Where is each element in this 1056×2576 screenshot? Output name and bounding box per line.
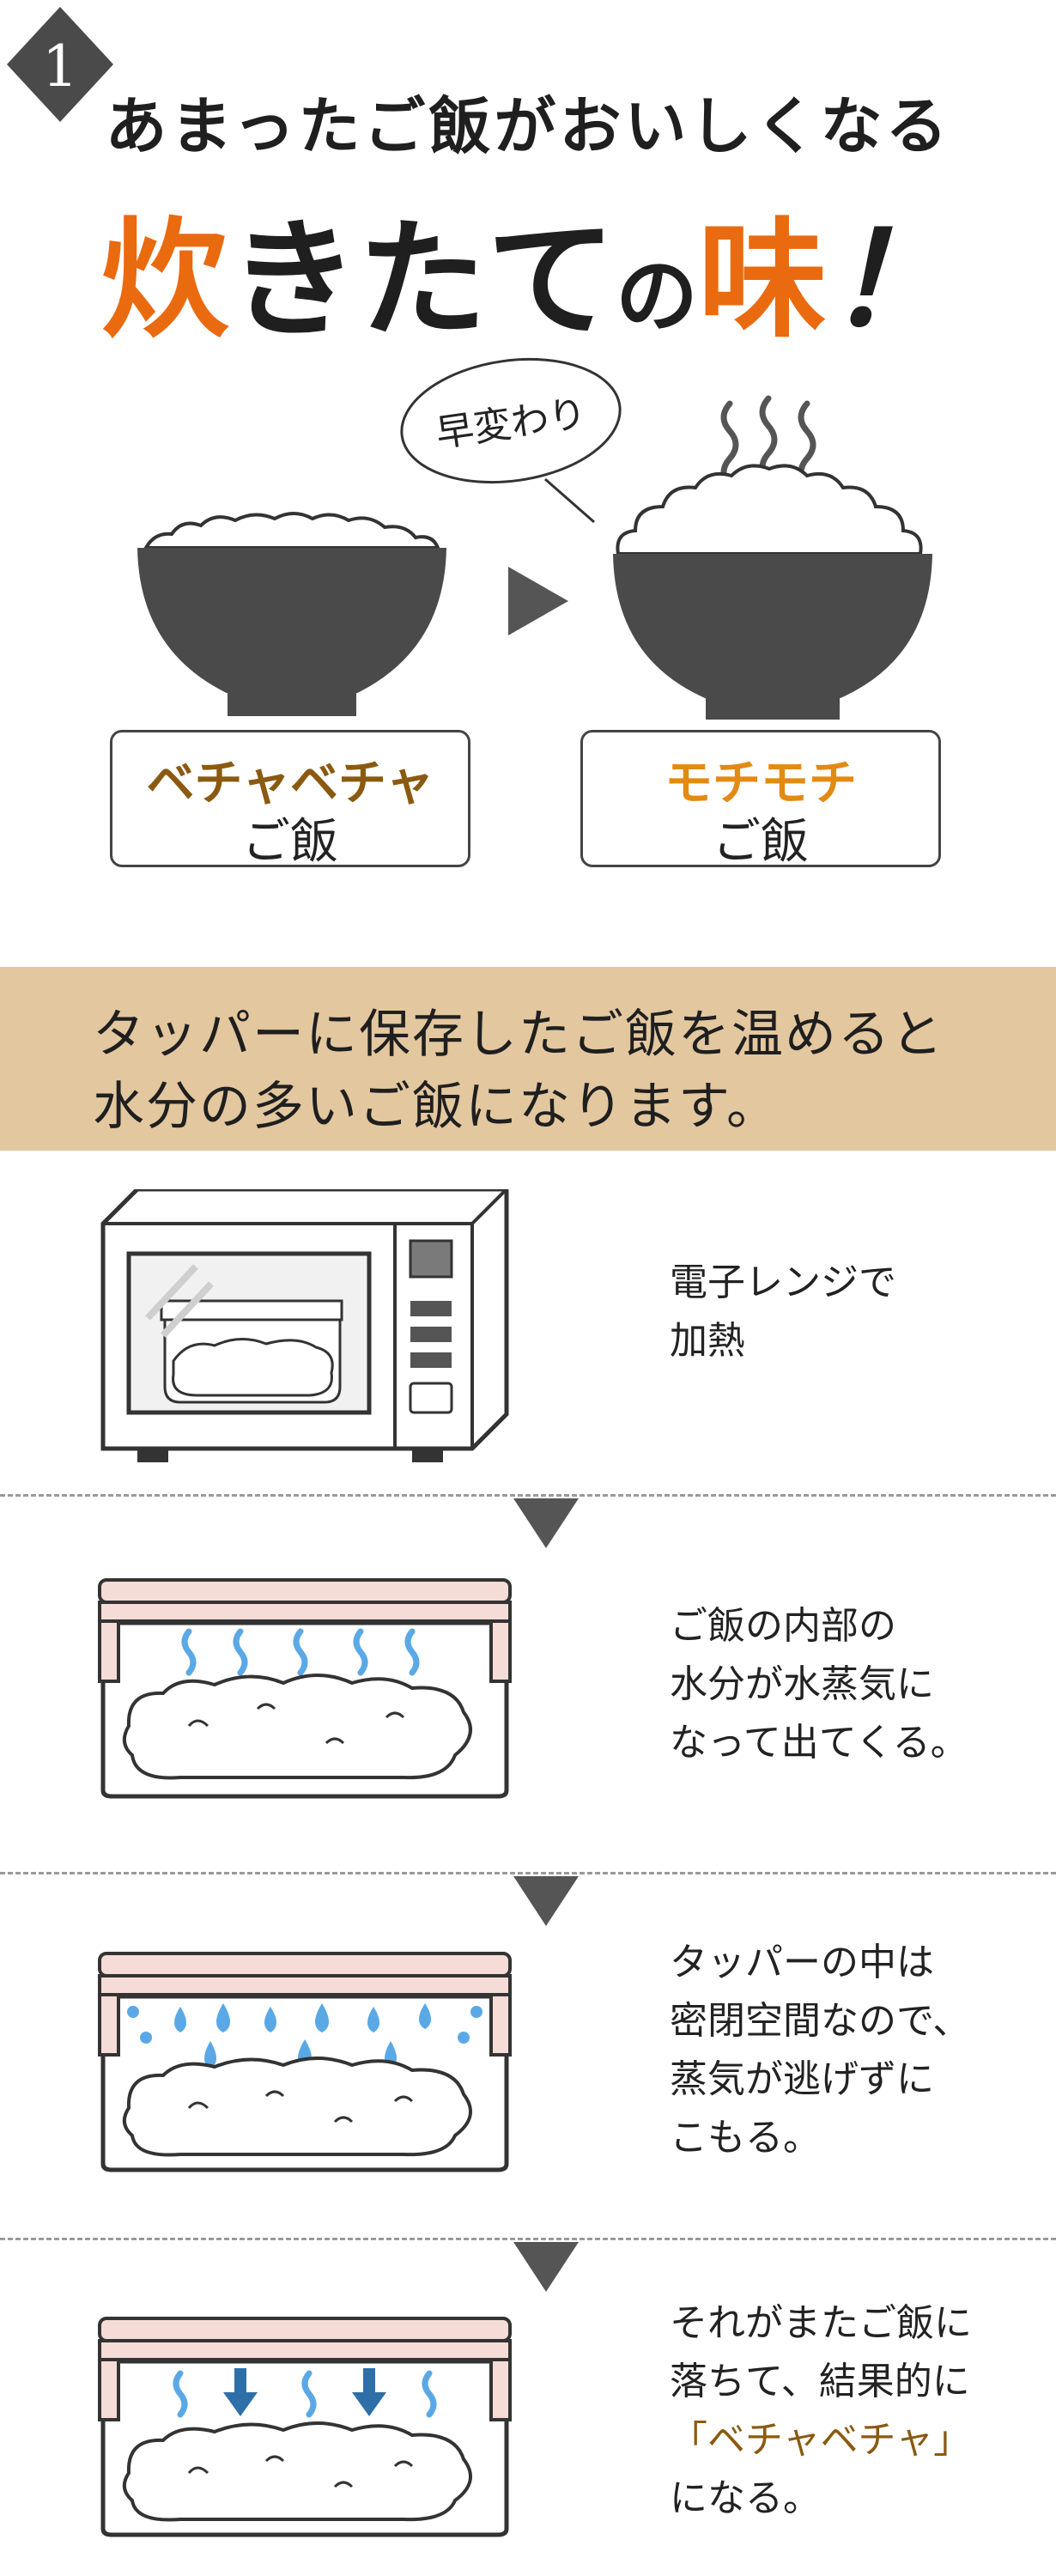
container-steam-icon bbox=[98, 1578, 512, 1799]
divider bbox=[0, 1872, 1056, 1874]
step-1-text: 電子レンジで 加熱 bbox=[670, 1261, 896, 1363]
divider bbox=[0, 2238, 1056, 2240]
step-4-text: それがまたご飯に 落ちて、結果的に 「ベチャベチャ」 になる。 bbox=[670, 2301, 972, 2520]
before-label-line1: ベチャベチャ bbox=[146, 756, 434, 811]
after-label-line1: モチモチ bbox=[665, 756, 857, 811]
after-label-line2: ご飯 bbox=[713, 814, 809, 870]
tagline: 炊きたての味！ bbox=[0, 176, 1056, 362]
arrow-down-icon bbox=[513, 2242, 579, 2292]
band-line1: タッパーに保存したご飯を温めると bbox=[93, 1005, 944, 1065]
speech-bubble: 早変わり bbox=[400, 357, 622, 524]
tagline-segment: の bbox=[616, 247, 698, 344]
arrow-down-icon bbox=[513, 1498, 579, 1548]
explanation-band: タッパーに保存したご飯を温めると 水分の多いご飯になります。 bbox=[0, 967, 1056, 1151]
rice-bowl-right-icon bbox=[613, 395, 932, 720]
step-number-badge: 1 bbox=[7, 7, 113, 122]
after-label-box: モチモチ ご飯 bbox=[580, 730, 941, 870]
tagline-segment: 味 bbox=[698, 204, 828, 355]
arrow-right-icon bbox=[508, 567, 568, 635]
step-2-text: ご飯の内部の 水分が水蒸気に なって出てくる。 bbox=[670, 1604, 968, 1765]
tagline-segment: 炊 bbox=[100, 204, 229, 355]
container-droplets-icon bbox=[98, 1952, 512, 2172]
band-line2: 水分の多いご飯になります。 bbox=[93, 1077, 780, 1137]
divider bbox=[0, 1494, 1056, 1497]
before-label-line2: ご飯 bbox=[242, 814, 338, 870]
tagline-segment: きたて bbox=[228, 204, 616, 355]
arrow-down-icon bbox=[513, 1876, 579, 1926]
container-falling-moisture-icon bbox=[98, 2317, 512, 2537]
rice-bowl-left-icon bbox=[137, 512, 446, 716]
microwave-icon bbox=[100, 1189, 509, 1462]
before-label-box: ベチャベチャ ご飯 bbox=[110, 730, 470, 870]
step-3-text: タッパーの中は 密閉空間なので、 蒸気が逃げずに こもる。 bbox=[670, 1941, 971, 2160]
badge-number: 1 bbox=[42, 33, 78, 100]
tagline-segment: ！ bbox=[827, 204, 956, 355]
headline: あまったご飯がおいしくなる bbox=[105, 89, 951, 162]
